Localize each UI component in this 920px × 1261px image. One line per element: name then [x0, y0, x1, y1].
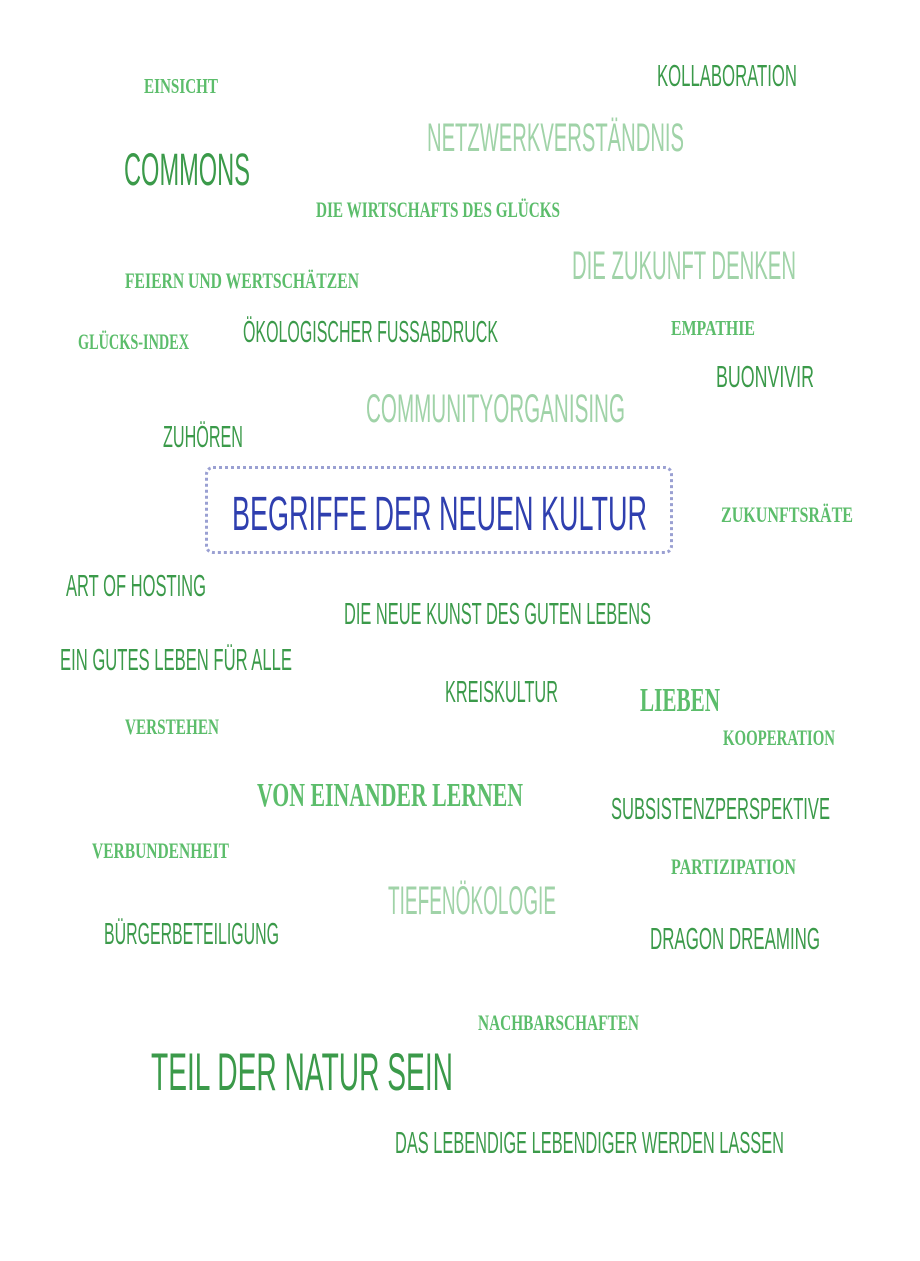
term: FEIERN UND WERTSCHÄTZEN [125, 268, 359, 293]
term: DIE ZUKUNFT DENKEN [572, 244, 796, 288]
term: NETZWERKVERSTÄNDNIS [427, 116, 684, 160]
term: BÜRGERBETEILIGUNG [104, 916, 279, 951]
term: DIE NEUE KUNST DES GUTEN LEBENS [344, 596, 651, 631]
term: BUONVIVIR [716, 359, 814, 394]
term: VON EINANDER LERNEN [257, 777, 523, 814]
term: VERSTEHEN [125, 714, 219, 739]
term: DRAGON DREAMING [650, 921, 820, 956]
term: TEIL DER NATUR SEIN [151, 1043, 453, 1102]
term: KOLLABORATION [657, 58, 797, 93]
term: KOOPERATION [723, 725, 835, 750]
term: ART OF HOSTING [66, 568, 206, 603]
term: NACHBARSCHAFTEN [478, 1010, 639, 1035]
term: EIN GUTES LEBEN FÜR ALLE [60, 642, 292, 677]
term: LIEBEN [640, 682, 720, 719]
term: GLÜCKS-INDEX [78, 329, 189, 354]
term: KREISKULTUR [445, 674, 558, 709]
term: DIE WIRTSCHAFTS DES GLÜCKS [316, 197, 560, 222]
term: SUBSISTENZPERSPEKTIVE [611, 791, 830, 826]
term: EINSICHT [144, 74, 218, 98]
term: ZUHÖREN [163, 419, 243, 454]
term: ÖKOLOGISCHER FUSSABDRUCK [243, 314, 498, 349]
poster-title: BEGRIFFE DER NEUEN KULTUR [232, 488, 647, 541]
term: EMPATHIE [671, 316, 755, 340]
term: VERBUNDENHEIT [92, 838, 229, 863]
term: PARTIZIPATION [671, 854, 796, 879]
term: COMMONS [124, 144, 250, 195]
term: ZUKUNFTSRÄTE [721, 502, 853, 527]
term: DAS LEBENDIGE LEBENDIGER WERDEN LASSEN [395, 1125, 784, 1160]
title-dotted-frame [205, 466, 673, 554]
term: COMMUNITYORGANISING [366, 387, 625, 431]
term: TIEFENÖKOLOGIE [388, 879, 556, 923]
